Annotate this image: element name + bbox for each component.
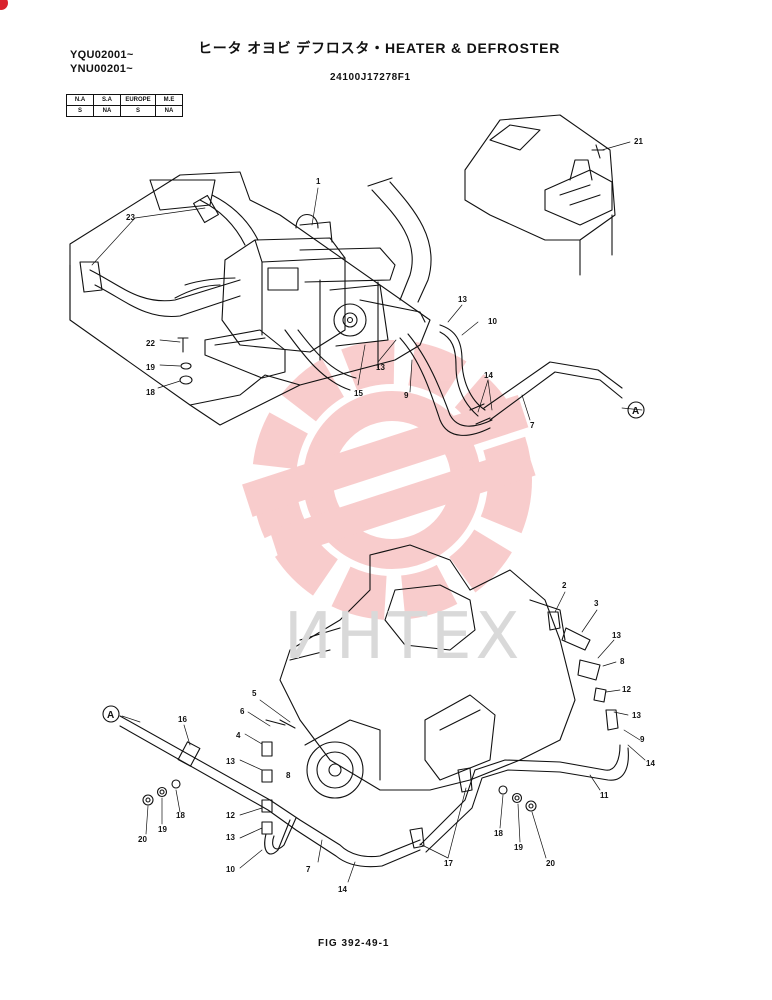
callout-1: 1: [316, 177, 321, 186]
callout-7-top: 7: [530, 421, 535, 430]
callout-18-top: 18: [146, 388, 155, 397]
serial-range-2: YNU00201~: [70, 63, 133, 75]
callout-14-top: 14: [484, 371, 493, 380]
callout-10-top: 10: [488, 317, 497, 326]
callout-22: 22: [146, 339, 155, 348]
callout-20-bottom-a: 20: [138, 835, 147, 844]
connection-ref-bottom-label: A: [107, 710, 114, 721]
corner-badge: [0, 0, 8, 10]
leader-lines: [91, 141, 646, 883]
callout-14-bottom-a: 14: [646, 759, 655, 768]
callout-16: 16: [178, 715, 187, 724]
callout-5: 5: [252, 689, 257, 698]
defroster-pipes-bottom: [119, 611, 629, 868]
market-table: N.A S.A EUROPE M.E S NA S NA: [66, 94, 183, 117]
figure-number: FIG 392-49-1: [318, 938, 390, 949]
callout-8-bottom-a: 8: [620, 657, 625, 666]
callout-19-top: 19: [146, 363, 155, 372]
callout-14-bottom-b: 14: [338, 885, 347, 894]
callout-9-bottom: 9: [640, 735, 645, 744]
connection-ref-circle-top: [627, 401, 645, 419]
callout-23: 23: [126, 213, 135, 222]
callout-18-bottom-a: 18: [176, 811, 185, 820]
callout-19-bottom-b: 19: [514, 843, 523, 852]
callout-7-bottom: 7: [306, 865, 311, 874]
callout-8-bottom-b: 8: [286, 771, 291, 780]
callout-15: 15: [354, 389, 363, 398]
callout-12-bottom-a: 12: [622, 685, 631, 694]
serial-range-1: YQU02001~: [70, 49, 134, 61]
callout-3: 3: [594, 599, 599, 608]
connection-ref-top-label: A: [632, 406, 639, 417]
callout-9-top: 9: [404, 391, 409, 400]
callout-2: 2: [562, 581, 567, 590]
callout-12-bottom-b: 12: [226, 811, 235, 820]
gear-watermark-icon: [242, 340, 536, 620]
connection-ref-circle-bottom: [102, 705, 120, 723]
part-code: 24100J17278F1: [330, 72, 411, 83]
callout-18-bottom-b: 18: [494, 829, 503, 838]
callout-10-bottom: 10: [226, 865, 235, 874]
callout-21: 21: [634, 137, 643, 146]
callout-17: 17: [444, 859, 453, 868]
callout-13-bottom-c: 13: [226, 757, 235, 766]
callout-11: 11: [600, 791, 609, 800]
callout-6: 6: [240, 707, 245, 716]
callout-13-bottom-b: 13: [632, 711, 641, 720]
callout-13-top-b: 13: [376, 363, 385, 372]
engine-drawing: [279, 544, 576, 799]
market-value-me: NA: [155, 105, 183, 117]
callout-13-top-a: 13: [458, 295, 467, 304]
callout-20-bottom-b: 20: [546, 859, 555, 868]
market-table-value-row: S NA S NA: [66, 105, 183, 117]
callout-19-bottom-a: 19: [158, 825, 167, 834]
callout-13-bottom-a: 13: [612, 631, 621, 640]
heater-unit-drawing: [69, 171, 432, 426]
callout-4: 4: [236, 731, 241, 740]
page-title: ヒータ オヨビ デフロスタ・HEATER & DEFROSTER: [198, 40, 561, 56]
control-panel-drawing: [464, 114, 616, 276]
callout-13-bottom-d: 13: [226, 833, 235, 842]
watermark-text: ИНТЕХ: [284, 600, 524, 674]
